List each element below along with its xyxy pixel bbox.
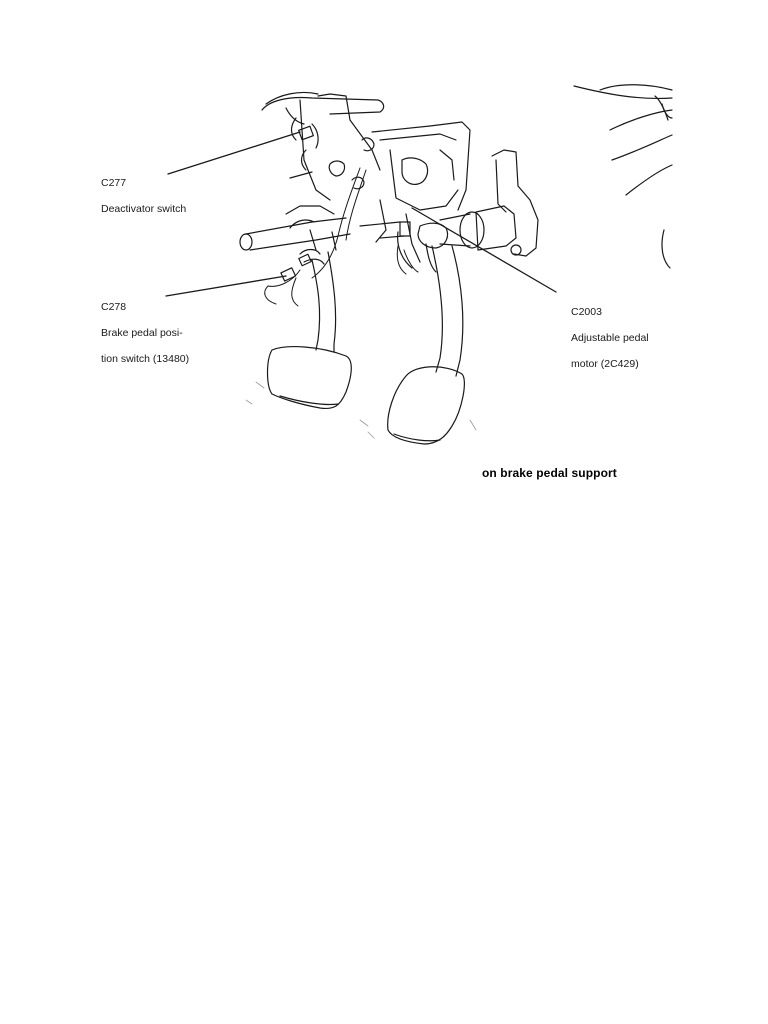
brake-pedal-assembly-drawing [165,84,673,445]
accelerator-pedal [387,243,465,445]
leader-line-c2003 [411,207,557,293]
callout-c278-code: C278 [101,301,127,313]
brake-pedal [266,229,352,410]
callout-c277-code: C277 [101,177,127,189]
leader-line-c278 [165,275,287,297]
leader-line-c277 [167,131,301,175]
wiring-harness [264,167,419,307]
callout-c278-name-line1: Brake pedal posi- [101,327,183,339]
callout-c277-name: Deactivator switch [101,203,187,215]
connector-c278-body [280,253,312,282]
pedal-pivot-shaft [239,205,405,251]
floor-shading [245,381,477,439]
callout-c278-name-line2: tion switch (13480) [101,353,190,365]
callout-c278: C278 Brake pedal posi- tion switch (1348… [101,288,189,379]
callout-c277: C277 Deactivator switch [101,164,186,229]
connector-c2003-body [399,221,411,237]
steering-column-outline [573,84,673,269]
pedal-support-bracket [261,91,471,211]
callout-c2003-code: C2003 [571,306,602,318]
callout-c2003: C2003 Adjustable pedal motor (2C429) [571,293,649,384]
connector-c277-body [298,125,314,141]
callout-c2003-name-line2: motor (2C429) [571,358,639,370]
adjustable-pedal-motor [375,149,539,269]
callout-c2003-name-line1: Adjustable pedal [571,332,649,344]
figure-caption: on brake pedal support [482,466,617,480]
